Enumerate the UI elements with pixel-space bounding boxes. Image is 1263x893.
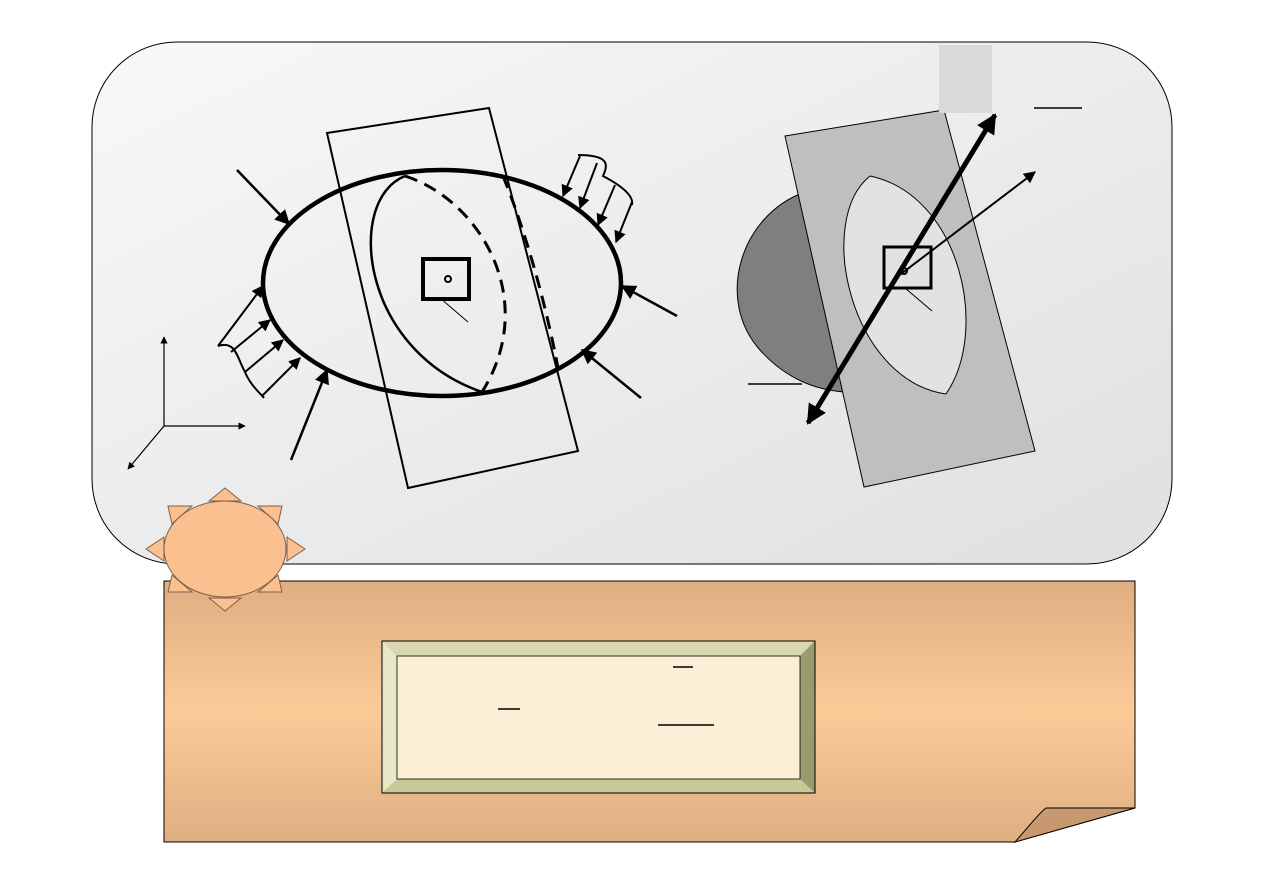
section-curve-dashed-outer (501, 175, 560, 369)
section-curve-solid (369, 174, 483, 394)
load-arrow (614, 201, 633, 244)
distributed-load-profile (577, 154, 634, 206)
load-arrow (561, 155, 581, 198)
force-arrow (289, 368, 329, 461)
load-arrow (596, 184, 616, 227)
stress-element-square (421, 257, 471, 301)
load-arrow (578, 162, 598, 210)
force-arrow (620, 284, 678, 318)
body-ellipse (260, 167, 624, 399)
sun-icon (145, 487, 306, 612)
cutting-plane (325, 106, 580, 490)
label-tab (939, 45, 992, 113)
load-arrow (217, 285, 264, 347)
formula-parchment (397, 656, 800, 779)
force-arrow (236, 169, 291, 226)
stressed-body-figure (127, 106, 678, 490)
frame-bevel-right (800, 641, 815, 793)
normal-vector-arrow (805, 113, 998, 425)
load-arrow (244, 339, 284, 373)
note-folded-corner (1013, 807, 1136, 843)
frame-bevel-bottom (382, 779, 815, 793)
frame-bevel-top (382, 641, 815, 656)
formula-frame (381, 640, 816, 794)
note-card (163, 580, 1136, 843)
leader-line (439, 297, 469, 323)
load-arrow (261, 357, 301, 397)
force-arrow (580, 349, 642, 399)
frame-bevel-left (382, 641, 397, 793)
stress-vector-arrow (896, 171, 1036, 278)
frame-inner-outline (396, 655, 801, 780)
coordinate-axes-icon (127, 336, 246, 470)
section-curve-dashed-inner (404, 174, 507, 393)
point-marker (444, 275, 452, 283)
diagram-panel (91, 41, 1173, 565)
load-arrow (230, 319, 271, 353)
frame-outline (381, 640, 816, 794)
section-plane-figure (736, 45, 1082, 488)
